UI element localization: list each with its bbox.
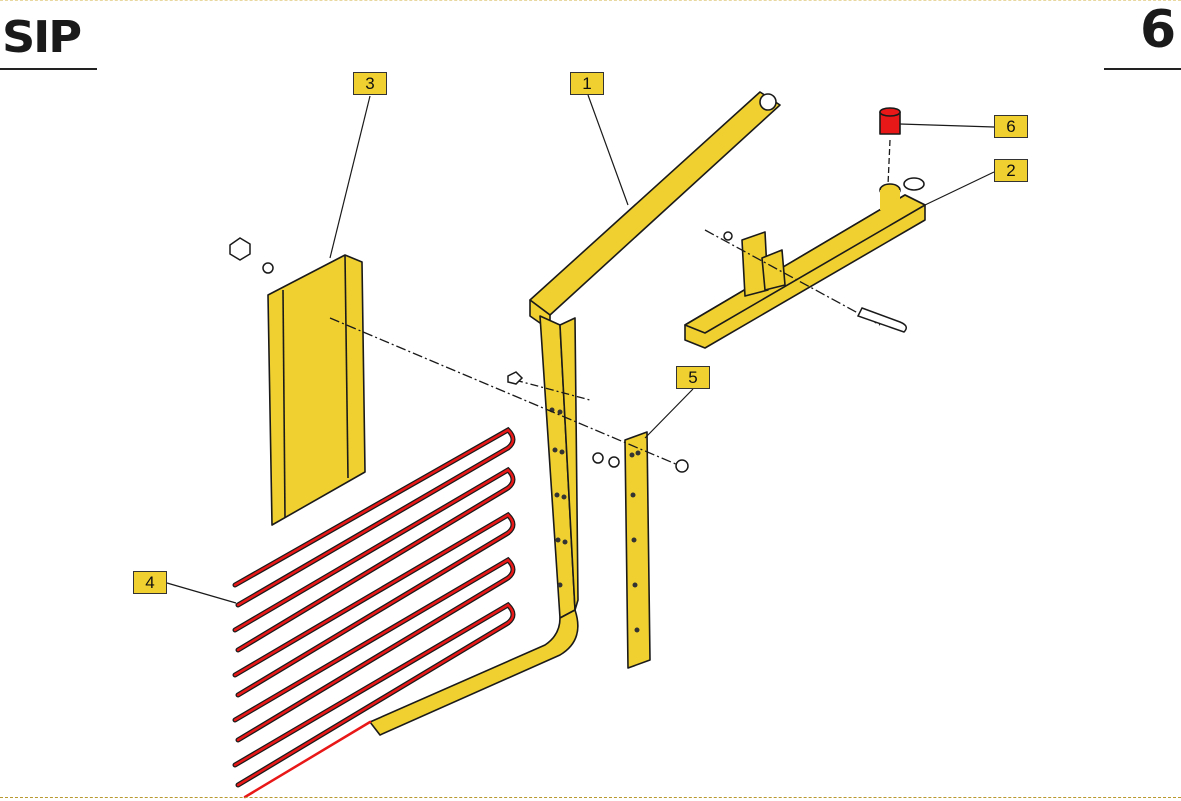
assembly-lines (329, 139, 891, 471)
callout-1[interactable]: 1 (570, 72, 604, 95)
bottom-border (0, 797, 1181, 798)
part-6-bushing[interactable] (879, 107, 901, 135)
page-number: 6 (1140, 0, 1177, 60)
part-2-beam[interactable] (684, 177, 926, 349)
callout-6[interactable]: 6 (994, 115, 1028, 138)
hardware-fasteners (229, 231, 907, 473)
callout-5[interactable]: 5 (676, 366, 710, 389)
part-4-rods[interactable] (232, 426, 516, 799)
page-number-underline (1104, 68, 1181, 70)
callout-2[interactable]: 2 (994, 159, 1028, 182)
logo-underline (0, 68, 97, 70)
part-1-frame[interactable] (369, 91, 781, 736)
leader-lines (166, 94, 995, 604)
part-5-strip[interactable] (624, 431, 651, 669)
brand-logo: SIP (2, 12, 82, 63)
callout-4[interactable]: 4 (133, 571, 167, 594)
callout-3[interactable]: 3 (353, 72, 387, 95)
part-3-panel[interactable] (267, 254, 366, 526)
top-border (0, 0, 1181, 1)
